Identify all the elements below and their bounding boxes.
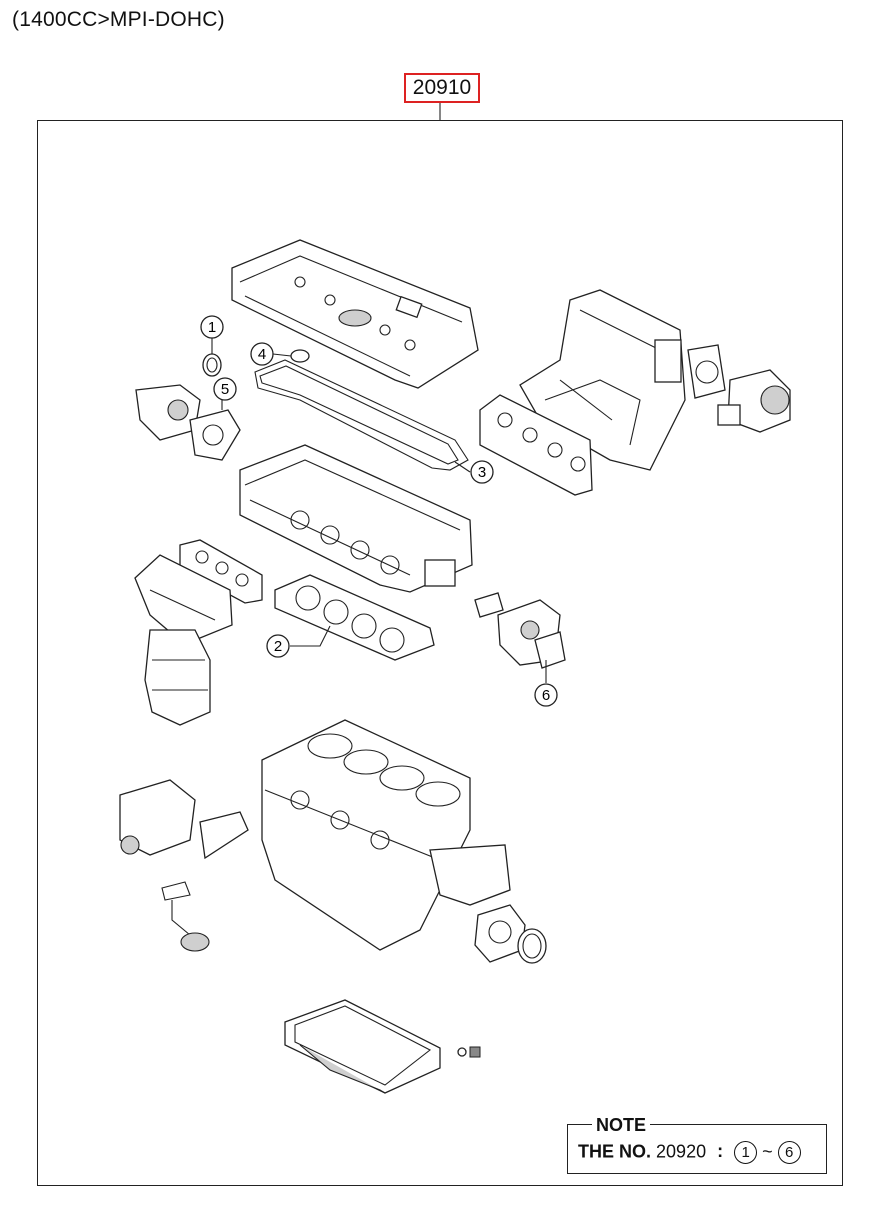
water-outlet-gasket-2 [534, 631, 566, 669]
note-range-end: 6 [777, 1141, 801, 1164]
note-title: NOTE [592, 1115, 651, 1136]
note-label: THE NO. [578, 1141, 652, 1162]
engine-spec-title: (1400CC>MPI-DOHC) [12, 8, 225, 31]
callout-4: 4 [250, 342, 274, 366]
throttle-gasket [687, 344, 726, 399]
valve-cover-gasket [254, 359, 469, 471]
assembly-part-number[interactable]: 20910 [404, 73, 480, 103]
oil-pump-illustration [119, 779, 196, 856]
note-content: THE NO. 20920 : 1 ~ 6 [578, 1141, 801, 1164]
valve-cover-illustration [231, 239, 479, 389]
callout-3: 3 [470, 460, 494, 484]
exhaust-manifold-illustration [134, 554, 233, 641]
svg-text:6: 6 [542, 687, 550, 704]
svg-text:2: 2 [274, 638, 282, 655]
svg-text:1: 1 [208, 319, 216, 336]
note-box: NOTE THE NO. 20920 : 1 ~ 6 [567, 1115, 827, 1174]
intake-gasket [479, 394, 593, 496]
cylinder-head-illustration [239, 444, 473, 593]
svg-text:5: 5 [221, 381, 229, 398]
oil-pan-illustration [284, 999, 441, 1094]
callout-6: 6 [534, 683, 558, 707]
diagram-frame [37, 120, 843, 1186]
svg-text:4: 4 [258, 346, 266, 363]
note-separator: : [717, 1141, 724, 1162]
callout-1: 1 [200, 315, 224, 339]
oil-pump-gasket [199, 811, 249, 860]
callout-5: 5 [213, 377, 237, 401]
drain-plug-washer [457, 1047, 467, 1057]
oil-strainer-illustration [161, 881, 210, 952]
note-part-number[interactable]: 20920 [656, 1141, 707, 1162]
callout-2: 2 [266, 634, 290, 658]
svg-text:3: 3 [478, 464, 486, 481]
throttle-body-illustration [717, 369, 791, 433]
water-outlet-gasket [474, 592, 504, 618]
note-range-start: 1 [734, 1141, 758, 1164]
head-gasket-illustration [274, 574, 435, 661]
cylinder-block-illustration [261, 719, 511, 951]
thermostat-gasket [189, 409, 241, 461]
catalytic-converter-illustration [144, 629, 211, 726]
drain-plug [469, 1046, 481, 1058]
rear-seal-housing-illustration [474, 904, 526, 963]
note-range-tilde: ~ [762, 1141, 773, 1162]
